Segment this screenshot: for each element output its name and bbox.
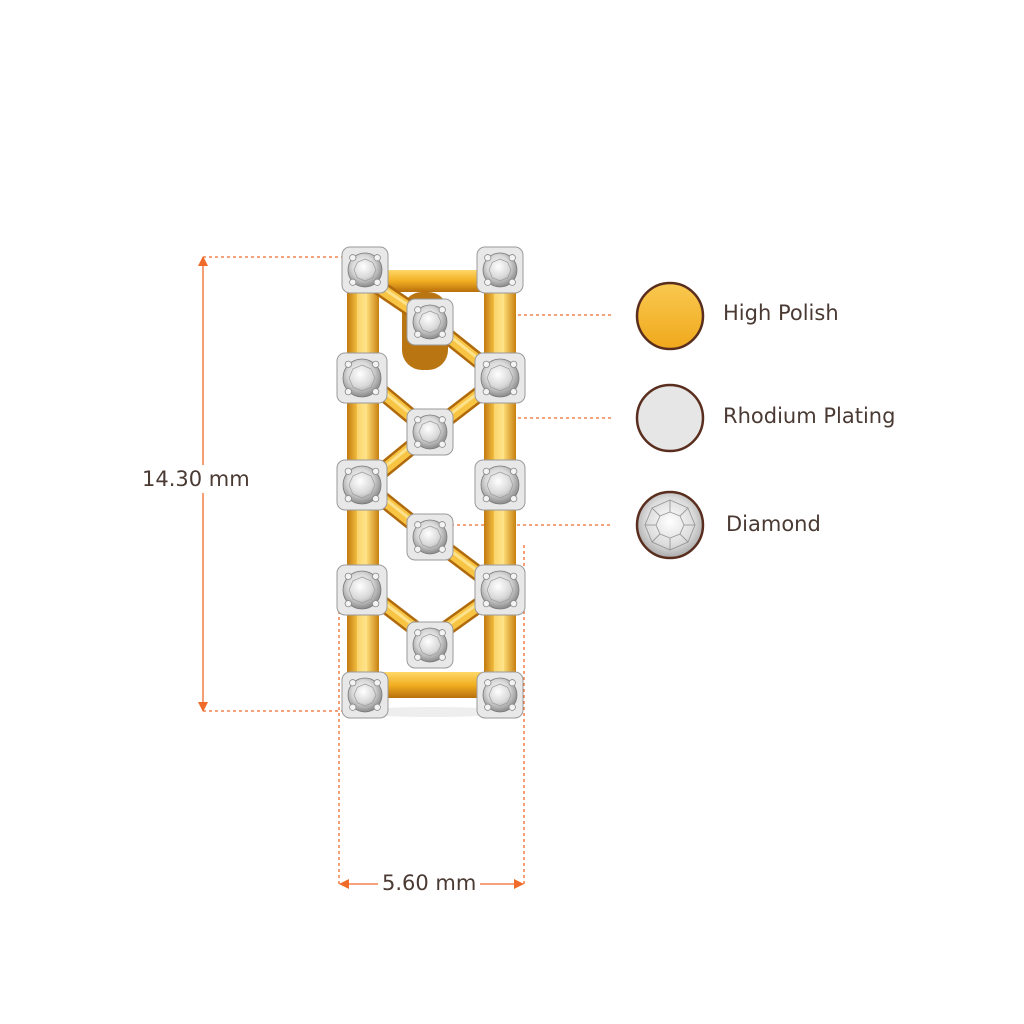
height-arrow-bottom (198, 702, 208, 712)
bottom-bar (360, 672, 500, 698)
height-arrow-top (198, 256, 208, 266)
width-arrow-left (339, 879, 349, 889)
diamond-stone (474, 352, 526, 404)
legend-label-high-polish: High Polish (723, 301, 839, 325)
diamond-stone (476, 671, 524, 719)
diamond-stone (336, 564, 388, 616)
top-bar (360, 270, 500, 292)
width-measurement-label: 5.60 mm (378, 871, 481, 895)
earring-illustration (336, 246, 526, 719)
height-measurement-label: 14.30 mm (138, 465, 254, 493)
rhodium-swatch (635, 383, 705, 453)
diamond-stone (341, 671, 389, 719)
high-polish-swatch (635, 281, 705, 351)
diamond-stone (476, 246, 524, 294)
diamond-stone (406, 513, 454, 561)
legend-label-diamond: Diamond (726, 512, 821, 536)
diamond-stone (336, 352, 388, 404)
legend (635, 281, 705, 560)
diamond-stone (474, 564, 526, 616)
diamond-stone (406, 408, 454, 456)
diamond-stone (406, 298, 454, 346)
legend-label-rhodium-plating: Rhodium Plating (723, 404, 896, 428)
diamond-swatch (635, 490, 705, 560)
diamond-stone (336, 459, 388, 511)
width-arrow-right (514, 879, 524, 889)
diamond-stone (406, 621, 454, 669)
diamond-stone (474, 459, 526, 511)
diamond-stones (336, 246, 526, 719)
diamond-stone (341, 246, 389, 294)
